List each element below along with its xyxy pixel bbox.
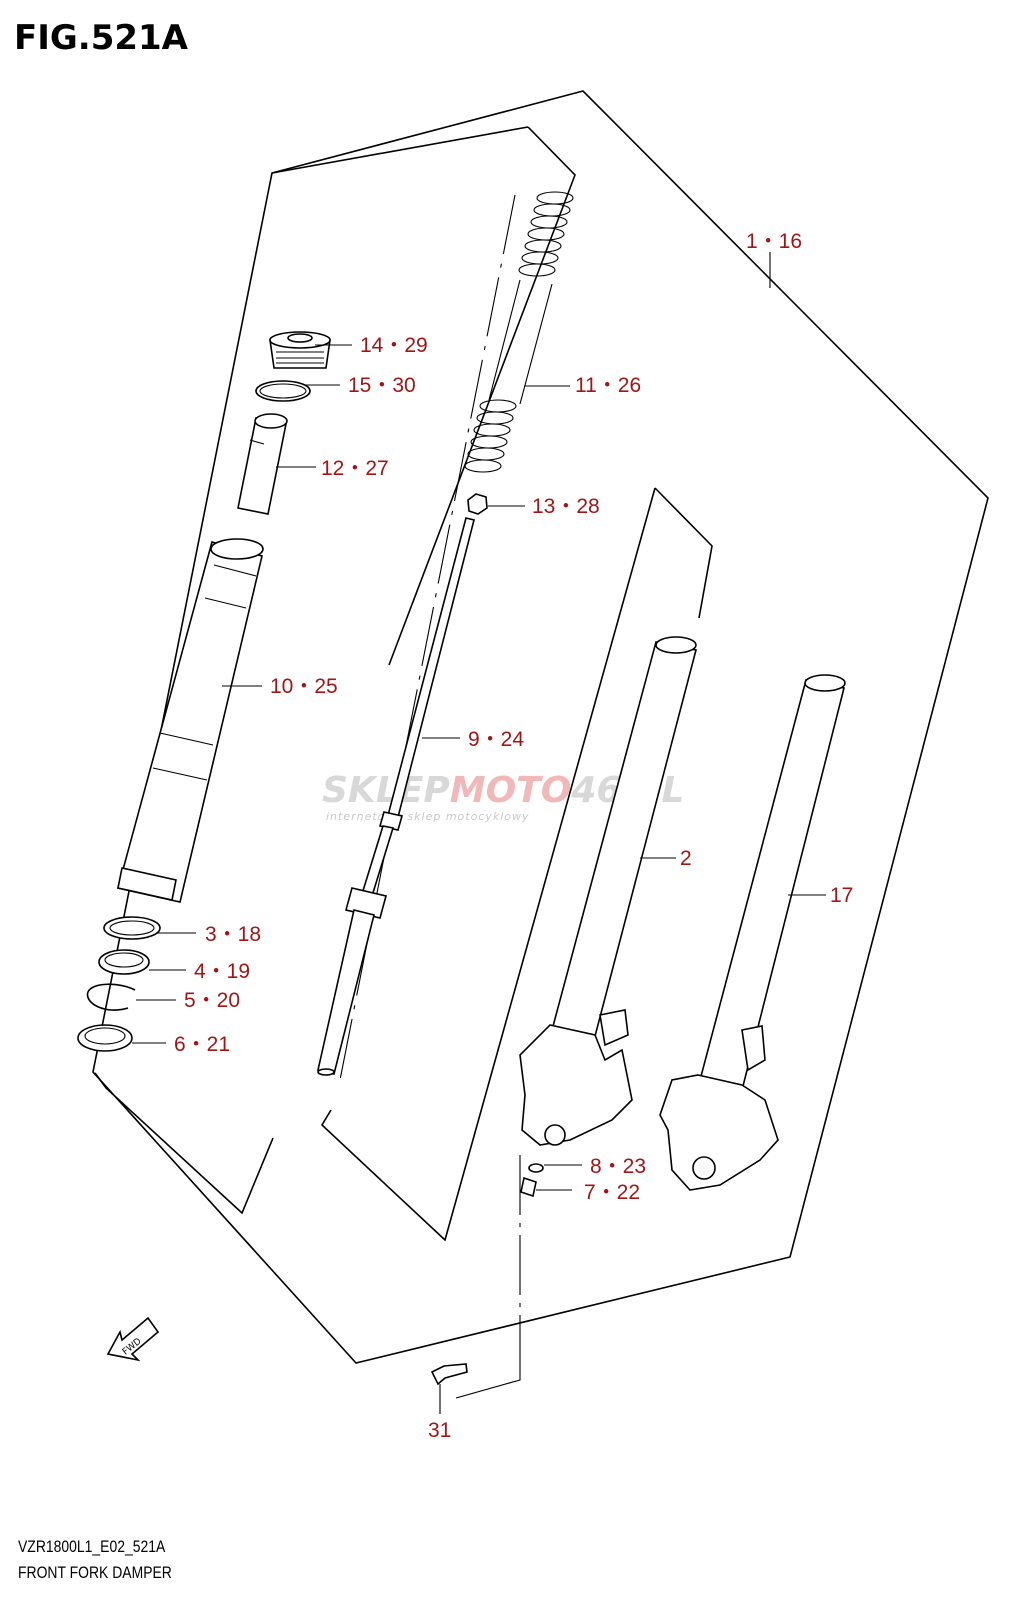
seal-part-6 bbox=[77, 1024, 133, 1052]
outer-tube-part-10 bbox=[117, 538, 264, 903]
callout-8-23: 8・23 bbox=[590, 1155, 646, 1178]
callout-15-30: 15・30 bbox=[348, 374, 416, 397]
seal-part-3 bbox=[103, 916, 161, 940]
bolt-part-7 bbox=[520, 1176, 537, 1198]
callout-14-29: 14・29 bbox=[360, 334, 428, 357]
callout-12-27: 12・27 bbox=[321, 457, 389, 480]
callout-1-16: 1・16 bbox=[746, 230, 802, 253]
figure-name: FRONT FORK DAMPER bbox=[18, 1563, 172, 1582]
damper-rod-part-9 bbox=[317, 517, 475, 1076]
callout-17: 17 bbox=[830, 884, 853, 907]
callout-4-19: 4・19 bbox=[194, 960, 250, 983]
leader-lines bbox=[132, 252, 826, 1414]
callout-3-18: 3・18 bbox=[205, 923, 261, 946]
spring-upper-part-11 bbox=[488, 191, 574, 405]
callout-31: 31 bbox=[428, 1419, 451, 1442]
cap-bolt-part-14 bbox=[269, 331, 331, 369]
damper-group-boundary bbox=[388, 126, 576, 666]
callout-6-21: 6・21 bbox=[174, 1033, 230, 1056]
washer-part-8 bbox=[528, 1163, 544, 1173]
callout-2: 2 bbox=[680, 847, 692, 870]
inner-tube-part-17 bbox=[659, 674, 846, 1191]
inner-tube-part-2 bbox=[519, 636, 697, 1146]
fwd-arrow-icon: FWD bbox=[106, 1316, 160, 1362]
svg-text:internetowy sklep motocyklowy: internetowy sklep motocyklowy bbox=[326, 810, 530, 823]
inner-fork-boundary bbox=[654, 487, 713, 619]
model-code: VZR1800L1_E02_521A bbox=[18, 1537, 166, 1556]
spring-lower-part-11 bbox=[464, 399, 517, 473]
spacer-part-12 bbox=[237, 413, 288, 515]
callout-9-24: 9・24 bbox=[468, 728, 524, 751]
o-ring-part-15 bbox=[255, 380, 311, 402]
callout-11-26: 11・26 bbox=[575, 374, 641, 397]
callout-7-22: 7・22 bbox=[584, 1181, 640, 1204]
figure-title: FIG.521A bbox=[14, 18, 188, 58]
callout-13-28: 13・28 bbox=[532, 495, 600, 518]
seal-part-4 bbox=[98, 949, 150, 975]
bolt-part-31 bbox=[430, 1363, 468, 1386]
clip-part-5 bbox=[86, 983, 136, 1011]
assembly-boundary bbox=[92, 90, 989, 1364]
callout-5-20: 5・20 bbox=[184, 989, 240, 1012]
callout-10-25: 10・25 bbox=[270, 675, 338, 698]
nut-part-13 bbox=[467, 493, 488, 515]
